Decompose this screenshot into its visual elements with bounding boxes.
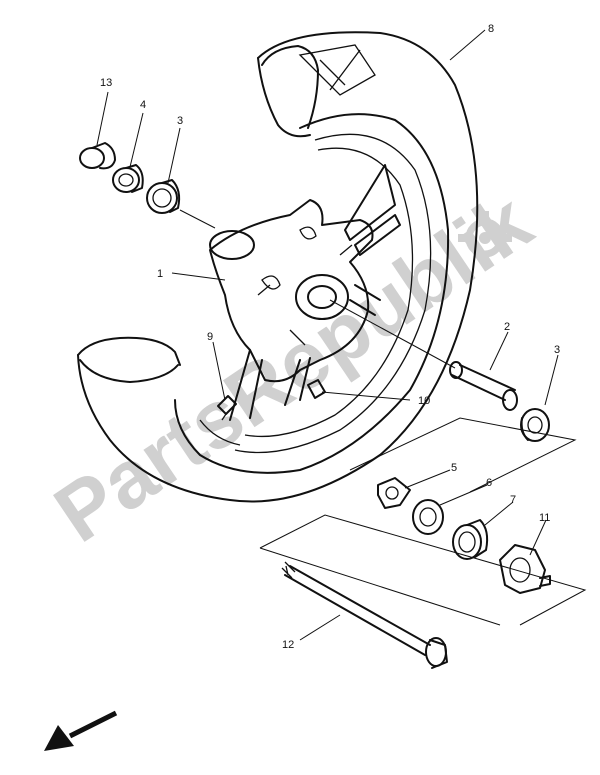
assembly-guides [179,209,587,626]
callout-7: 7 [510,494,516,506]
callout-3-right: 3 [554,344,560,356]
callout-2: 2 [504,321,510,333]
part-12-axle [281,561,448,669]
part-3-bearing-right [520,408,550,442]
part-2-collar [449,361,518,411]
callout-13: 13 [100,77,112,89]
callout-1: 1 [157,268,163,280]
callout-8: 8 [488,23,494,35]
arrow-front-icon [44,710,118,751]
callout-11: 11 [539,512,550,524]
part-7-collar [452,519,489,560]
part-11-gear-unit [499,544,551,594]
part-8-tire [77,31,479,503]
part-3-bearing-upper [146,179,181,214]
part-8-rim [199,133,432,454]
callout-4: 4 [140,99,146,111]
part-4-seal [112,164,144,193]
watermark: PartsRepublik [39,176,547,560]
part-5-retainer [377,477,411,509]
part-1-hub [209,164,401,421]
callout-6: 6 [486,477,492,489]
callout-5: 5 [451,462,457,474]
callout-12: 12 [282,639,294,651]
watermark-gear-icon [458,211,512,265]
callout-3-upper: 3 [177,115,183,127]
callout-labels: 13 4 3 8 1 9 10 2 3 5 6 7 11 12 [100,23,560,651]
callout-leaders [96,29,559,641]
part-13-cap [79,142,116,170]
callout-9: 9 [207,331,213,343]
part-6-seal [412,499,444,535]
callout-10: 10 [418,395,430,407]
